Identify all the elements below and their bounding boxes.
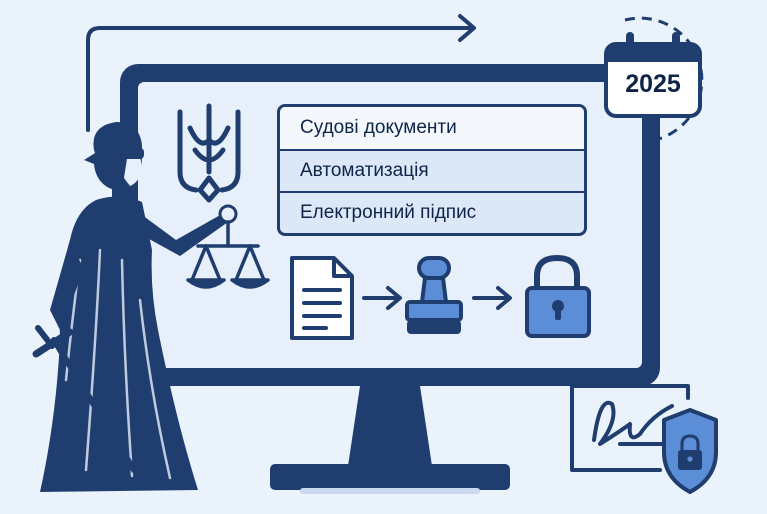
calendar-icon bbox=[604, 16, 704, 142]
loop-arrow-icon bbox=[86, 14, 476, 132]
padlock-icon bbox=[525, 254, 591, 338]
calendar-year: 2025 bbox=[625, 70, 681, 98]
arrow-right-icon bbox=[362, 286, 402, 310]
arrow-right-icon bbox=[472, 286, 512, 310]
menu-item-label: Електронний підпис bbox=[300, 202, 477, 223]
lady-justice-icon bbox=[40, 122, 238, 492]
topic-menu: Судові документи Автоматизація Електронн… bbox=[277, 104, 587, 236]
scales-icon bbox=[186, 220, 270, 289]
trident-emblem-icon bbox=[177, 103, 241, 203]
shield-lock-icon bbox=[662, 408, 718, 494]
menu-item-label: Судові документи bbox=[300, 117, 457, 138]
menu-item-court-documents[interactable]: Судові документи bbox=[280, 107, 584, 149]
menu-item-label: Автоматизація bbox=[300, 160, 429, 181]
signature-icon bbox=[570, 384, 690, 472]
menu-item-automation[interactable]: Автоматизація bbox=[280, 149, 584, 191]
menu-item-electronic-signature[interactable]: Електронний підпис bbox=[280, 191, 584, 233]
sword-icon bbox=[32, 325, 137, 473]
document-icon bbox=[290, 256, 354, 340]
stamp-icon bbox=[405, 256, 463, 334]
